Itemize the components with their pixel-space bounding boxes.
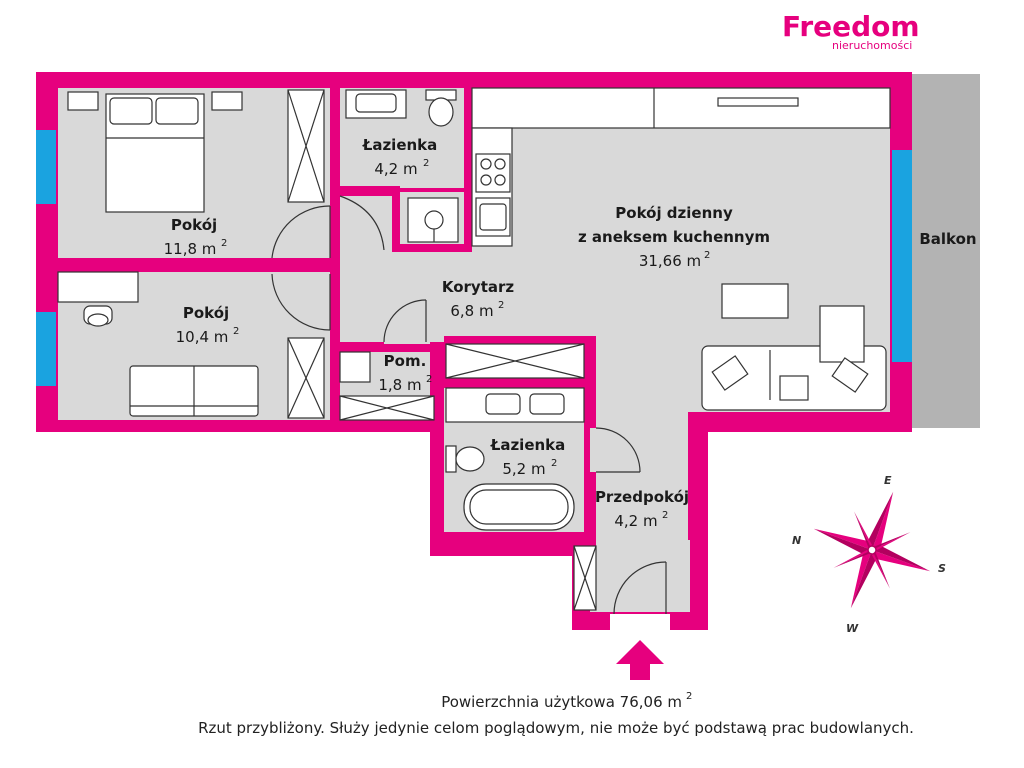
storage-cabinet	[339, 395, 435, 421]
compass-rose-icon	[813, 491, 931, 609]
room-label-hallway: Przedpokój 4,2 m 2	[595, 488, 689, 530]
svg-text:2: 2	[426, 374, 432, 385]
window-living	[892, 150, 912, 362]
entrance-opening	[610, 614, 670, 632]
svg-text:2: 2	[704, 250, 710, 261]
compass-e: E	[884, 474, 892, 487]
svg-text:Łazienka: Łazienka	[490, 436, 566, 454]
entrance-arrow-icon	[616, 640, 664, 680]
toilet-bottom	[445, 445, 485, 473]
room-label-living: Pokój dzienny z aneksem kuchennym 31,66 …	[578, 204, 770, 270]
wardrobe-1	[287, 89, 325, 203]
kitchen-sink	[475, 197, 511, 237]
svg-text:4,2 m: 4,2 m	[374, 160, 417, 178]
nightstand-left	[67, 91, 99, 111]
sofa-living	[701, 305, 887, 411]
balcony-label: Balkon	[919, 230, 976, 248]
room-label-bedroom-2: Pokój 10,4 m 2	[176, 304, 240, 346]
compass-s: S	[938, 562, 946, 575]
svg-text:Pokój: Pokój	[171, 216, 217, 234]
nightstand-right	[211, 91, 243, 111]
svg-text:Pom.: Pom.	[384, 352, 427, 370]
svg-text:Korytarz: Korytarz	[442, 278, 515, 296]
balcony-area	[912, 74, 980, 428]
room-label-bathroom-bottom: Łazienka 5,2 m 2	[490, 436, 566, 478]
storage-shelf	[339, 351, 371, 383]
doors	[271, 195, 667, 615]
logo-brand: Freedom	[782, 10, 920, 43]
shower-top	[407, 197, 459, 243]
svg-text:4,2 m: 4,2 m	[614, 512, 657, 530]
room-label-storage: Pom. 1,8 m 2	[378, 352, 432, 394]
room-label-corridor: Korytarz 6,8 m 2	[442, 278, 515, 320]
room-label-bathroom-top: Łazienka 4,2 m 2	[362, 136, 438, 178]
bed	[105, 93, 205, 213]
sofa-bedroom	[129, 365, 259, 417]
disclaimer: Rzut przybliżony. Służy jedynie celom po…	[198, 719, 914, 737]
toilet-top	[425, 89, 457, 127]
window-bedroom-2	[36, 312, 56, 386]
hallway-wardrobe	[573, 545, 597, 611]
svg-text:Pokój: Pokój	[183, 304, 229, 322]
svg-text:2: 2	[233, 326, 239, 337]
windows	[36, 130, 912, 386]
cooktop	[475, 153, 511, 193]
logo-subtitle: nieruchomości	[832, 39, 912, 52]
svg-text:Pokój dzienny: Pokój dzienny	[615, 204, 733, 222]
svg-text:2: 2	[221, 238, 227, 249]
total-area: Powierzchnia użytkowa 76,06 m 2	[441, 691, 692, 711]
desk	[57, 271, 139, 303]
bathtub	[463, 483, 575, 531]
svg-text:2: 2	[551, 458, 557, 469]
interior-walls	[58, 88, 596, 556]
svg-text:Łazienka: Łazienka	[362, 136, 438, 154]
corridor-wardrobe	[445, 343, 585, 379]
svg-text:2: 2	[423, 158, 429, 169]
svg-text:1,8 m: 1,8 m	[378, 376, 421, 394]
wardrobe-2	[287, 337, 325, 419]
svg-text:11,8 m: 11,8 m	[164, 240, 217, 258]
svg-text:6,8 m: 6,8 m	[450, 302, 493, 320]
svg-text:Przedpokój: Przedpokój	[595, 488, 689, 506]
room-label-bedroom-1: Pokój 11,8 m 2	[164, 216, 228, 258]
sink-top	[345, 89, 407, 119]
svg-text:10,4 m: 10,4 m	[176, 328, 229, 346]
svg-text:2: 2	[662, 510, 668, 521]
compass-w: W	[846, 622, 859, 635]
window-bedroom-1	[36, 130, 56, 204]
desk-chair	[83, 305, 113, 327]
svg-text:2: 2	[498, 300, 504, 311]
svg-text:31,66 m: 31,66 m	[639, 252, 701, 270]
double-sink	[445, 387, 585, 423]
svg-text:Powierzchnia użytkowa 76,06 m: Powierzchnia użytkowa 76,06 m	[441, 693, 682, 711]
svg-text:z aneksem kuchennym: z aneksem kuchennym	[578, 228, 770, 246]
compass-n: N	[792, 534, 801, 547]
svg-text:5,2 m: 5,2 m	[502, 460, 545, 478]
coffee-table	[721, 283, 789, 319]
svg-text:2: 2	[686, 691, 692, 702]
